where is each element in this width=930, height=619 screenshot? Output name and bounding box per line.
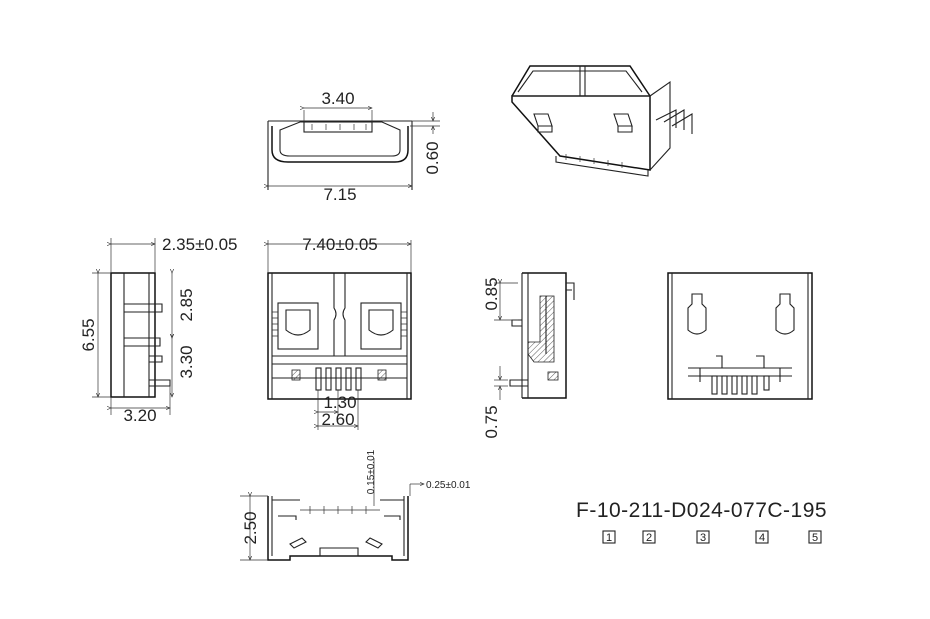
front-view: 7.40±0.05 1.30 2.60	[268, 235, 412, 430]
part-field-key: 1 2 3 4 5	[602, 530, 822, 544]
part-number: F-10-211-D024-077C-195	[576, 499, 827, 522]
bottom-view: 0.15±0.01 0.25±0.01 2.50	[240, 449, 471, 561]
dim-bottom-pin: 0.15±0.01	[366, 449, 377, 494]
dim-front-width: 7.40±0.05	[302, 235, 378, 254]
dim-bottom-height: 2.50	[241, 511, 260, 544]
part-field-2: 2	[646, 532, 652, 544]
dim-top-height: 0.60	[423, 141, 442, 174]
dim-front-pitch: 1.30	[323, 393, 356, 412]
dim-side-lower: 3.30	[177, 345, 196, 378]
dim-front-pin-span: 2.60	[321, 410, 354, 429]
dim-side-upper: 2.85	[177, 288, 196, 321]
dim-top-slot-width: 3.40	[321, 89, 354, 108]
rear-view	[667, 272, 813, 400]
top-view: 3.40 0.60 7.15	[268, 89, 442, 204]
dim-side-length: 6.55	[79, 318, 98, 351]
part-field-5: 5	[812, 532, 818, 544]
side-view: 2.35±0.05 6.55 2.85 3.30 3.20	[79, 235, 238, 425]
part-field-3: 3	[700, 532, 706, 544]
dim-top-width: 7.15	[323, 185, 356, 204]
dim-side-width: 3.20	[123, 406, 156, 425]
part-field-4: 4	[759, 532, 765, 544]
section-view: 0.85 0.75	[482, 272, 575, 439]
part-field-1: 1	[606, 532, 612, 544]
dim-section-top: 0.85	[482, 277, 501, 310]
dim-side-depth: 2.35±0.05	[162, 235, 238, 254]
isometric-view	[511, 65, 693, 177]
dim-bottom-shell: 0.25±0.01	[426, 480, 471, 491]
dim-section-bottom: 0.75	[482, 405, 501, 438]
